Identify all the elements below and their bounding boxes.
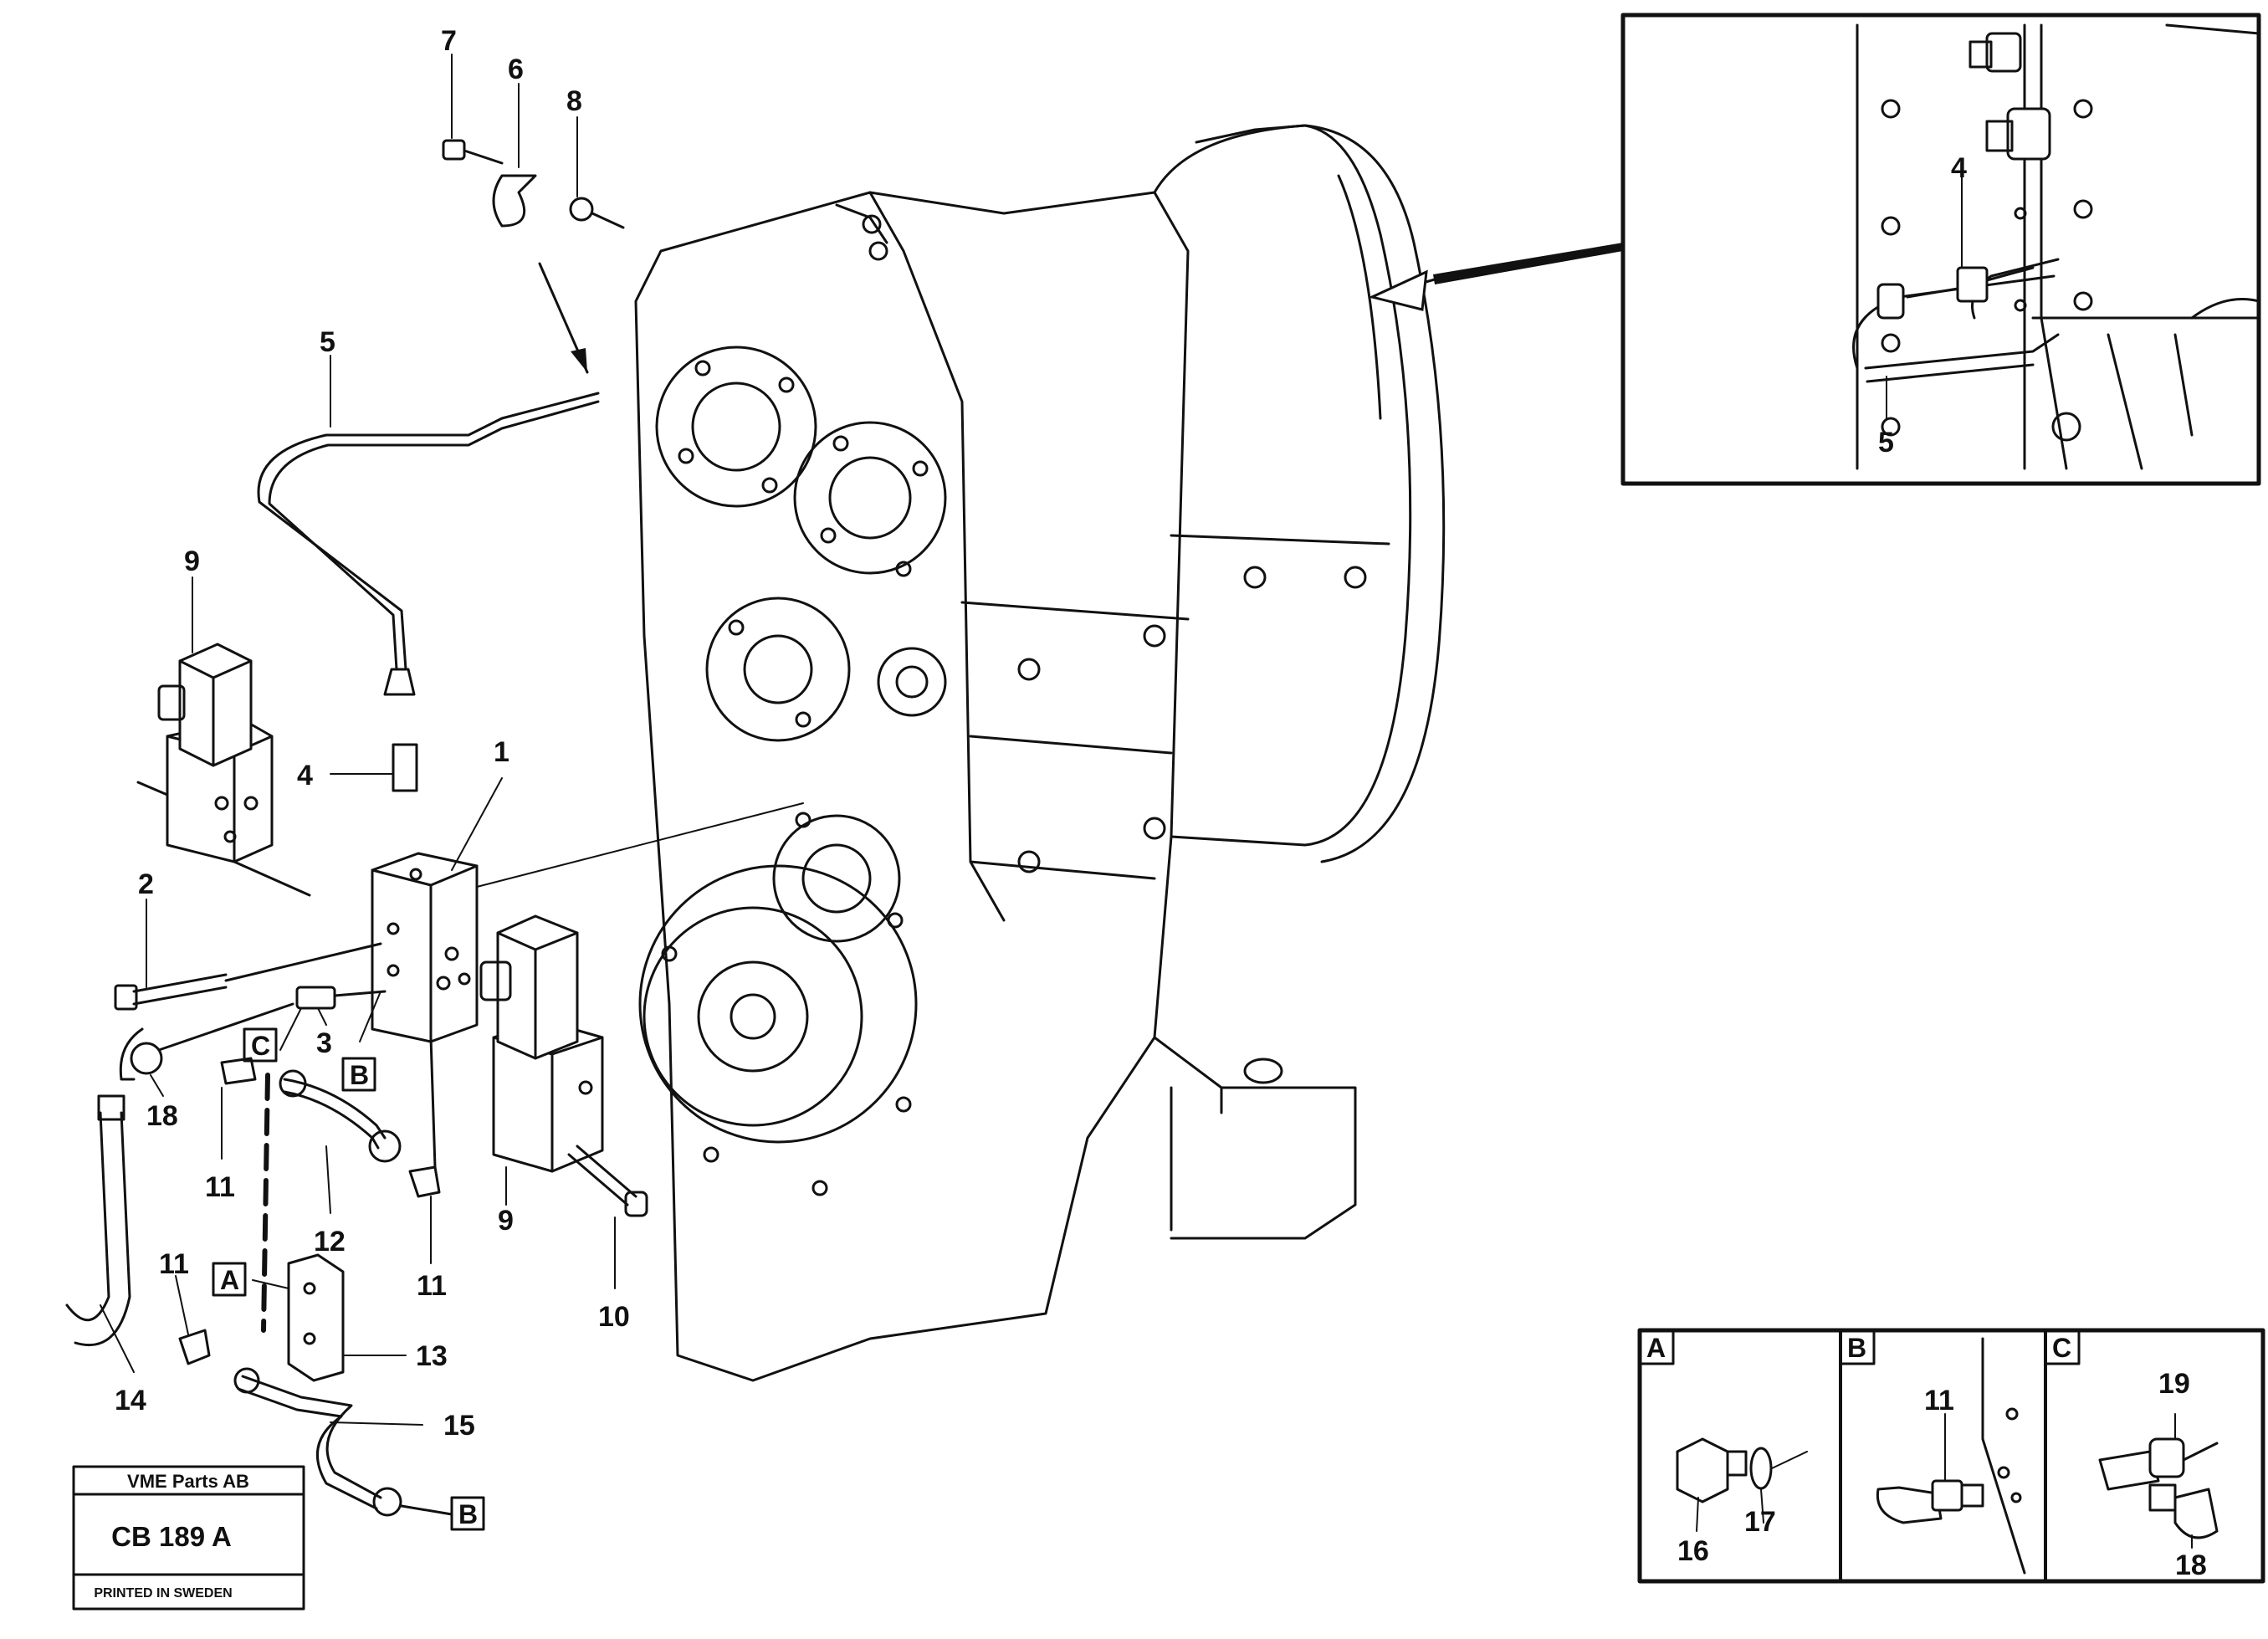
callout-6: 6 xyxy=(508,54,524,85)
title-stamp: VME Parts AB CB 189 A PRINTED IN SWEDEN xyxy=(72,1465,305,1611)
callout-11-lower: 11 xyxy=(159,1248,189,1280)
callout-1: 1 xyxy=(494,736,509,768)
inset-label-5: 5 xyxy=(1878,427,1894,458)
valve-block xyxy=(65,643,804,1517)
callout-labels: 7 6 8 5 9 4 1 2 3 12 18 11 11 9 10 11 13… xyxy=(115,25,630,1531)
stamp-printed: PRINTED IN SWEDEN xyxy=(94,1586,232,1601)
callout-10: 10 xyxy=(598,1301,630,1333)
detail-b-letter: B xyxy=(1847,1333,1866,1363)
callout-14: 14 xyxy=(115,1385,146,1416)
transmission-housing xyxy=(634,124,1446,1382)
detail-b: B 11 xyxy=(1839,1329,2026,1575)
callout-box-a: A xyxy=(220,1265,239,1295)
callout-box-c: C xyxy=(251,1031,270,1061)
callout-box-b-lower: B xyxy=(458,1499,478,1529)
inset-view: 4 5 xyxy=(1368,13,2261,486)
detail-b-label-11: 11 xyxy=(1924,1385,1954,1416)
detail-c-letter: C xyxy=(2052,1333,2071,1363)
detail-c: C 19 18 xyxy=(2044,1329,2219,1581)
callout-11-left: 11 xyxy=(205,1171,235,1203)
callout-18: 18 xyxy=(146,1100,178,1132)
callout-2: 2 xyxy=(138,868,154,900)
detail-boxes: A 16 17 B 11 C xyxy=(1637,1328,2265,1584)
callout-12: 12 xyxy=(314,1226,346,1257)
pipe-assembly xyxy=(257,139,625,696)
callout-9-lower: 9 xyxy=(498,1205,514,1237)
detail-a: A 16 17 xyxy=(1638,1329,1808,1567)
callout-box-b-upper: B xyxy=(350,1060,369,1090)
callout-15: 15 xyxy=(443,1410,475,1442)
callout-4: 4 xyxy=(297,760,313,791)
callout-11-right: 11 xyxy=(417,1270,447,1302)
stamp-company: VME Parts AB xyxy=(127,1471,249,1492)
detail-c-label-18: 18 xyxy=(2175,1549,2207,1581)
callout-7: 7 xyxy=(441,25,457,57)
stamp-code: CB 189 A xyxy=(111,1521,232,1552)
callout-8: 8 xyxy=(566,85,582,117)
inset-label-4: 4 xyxy=(1951,152,1967,184)
callout-13: 13 xyxy=(416,1340,448,1372)
callout-leaders xyxy=(100,54,616,1426)
detail-c-label-19: 19 xyxy=(2158,1368,2190,1400)
callout-3: 3 xyxy=(316,1027,332,1059)
detail-a-label-16: 16 xyxy=(1677,1535,1709,1567)
callout-5: 5 xyxy=(320,326,335,358)
detail-a-label-17: 17 xyxy=(1744,1506,1776,1538)
callout-9-upper: 9 xyxy=(184,545,200,577)
detail-a-letter: A xyxy=(1646,1333,1666,1363)
